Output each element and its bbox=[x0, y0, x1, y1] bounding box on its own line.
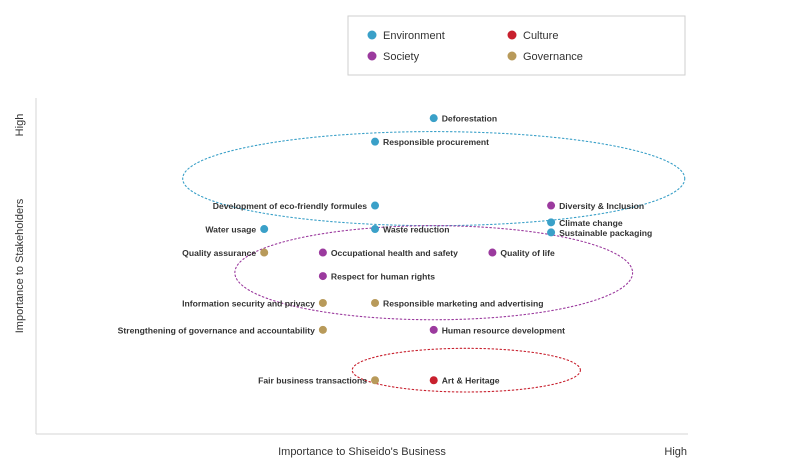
point-label-fair-business-transactions: Fair business transactions bbox=[258, 376, 367, 386]
point-label-diversity-inclusion: Diversity & Inclusion bbox=[559, 201, 644, 211]
legend-label-society: Society bbox=[383, 51, 420, 63]
point-respect-for-human-rights bbox=[318, 272, 327, 281]
point-water-usage bbox=[260, 225, 269, 234]
point-label-responsible-marketing-and-advertising: Responsible marketing and advertising bbox=[383, 298, 543, 308]
point-responsible-marketing-and-advertising bbox=[371, 298, 380, 307]
point-label-sustainable-packaging: Sustainable packaging bbox=[559, 228, 652, 238]
point-label-deforestation: Deforestation bbox=[442, 114, 497, 124]
point-quality-of-life bbox=[488, 248, 497, 257]
point-label-quality-assurance: Quality assurance bbox=[182, 248, 256, 258]
y-axis-high-label: High bbox=[14, 114, 26, 137]
legend-label-culture: Culture bbox=[523, 30, 558, 42]
point-label-human-resource-development: Human resource development bbox=[442, 325, 565, 335]
group-ellipses bbox=[182, 131, 686, 393]
legend-box bbox=[347, 15, 686, 76]
group-ellipse-environment bbox=[182, 131, 686, 227]
legend-label-governance: Governance bbox=[523, 51, 583, 63]
point-development-of-eco-friendly-formules bbox=[371, 201, 380, 210]
group-ellipse-society bbox=[234, 225, 634, 321]
point-label-water-usage: Water usage bbox=[205, 225, 256, 235]
axes: Importance to Shiseido's Business High I… bbox=[14, 98, 688, 458]
point-waste-reduction bbox=[371, 225, 380, 234]
point-label-responsible-procurement: Responsible procurement bbox=[383, 137, 489, 147]
point-label-occupational-health-and-safety: Occupational health and safety bbox=[331, 248, 458, 258]
x-axis-label: Importance to Shiseido's Business bbox=[278, 446, 446, 458]
point-label-strengthening-of-governance-and-accountability: Strengthening of governance and accounta… bbox=[118, 325, 315, 335]
point-art-heritage bbox=[429, 376, 438, 385]
point-diversity-inclusion bbox=[547, 201, 556, 210]
point-deforestation bbox=[429, 114, 438, 123]
legend-label-environment: Environment bbox=[383, 30, 445, 42]
point-label-development-of-eco-friendly-formules: Development of eco-friendly formules bbox=[213, 201, 367, 211]
point-human-resource-development bbox=[429, 325, 438, 334]
point-strengthening-of-governance-and-accountability bbox=[318, 325, 327, 334]
point-climate-change bbox=[547, 218, 556, 227]
group-ellipse-culture bbox=[351, 347, 581, 393]
point-occupational-health-and-safety bbox=[318, 248, 327, 257]
legend-marker-culture bbox=[507, 30, 517, 40]
point-label-information-security-and-privacy: Information security and privacy bbox=[182, 298, 315, 308]
legend-marker-society bbox=[367, 51, 377, 61]
point-responsible-procurement bbox=[371, 137, 380, 146]
point-label-quality-of-life: Quality of life bbox=[500, 248, 555, 258]
point-quality-assurance bbox=[260, 248, 269, 257]
point-label-respect-for-human-rights: Respect for human rights bbox=[331, 272, 435, 282]
legend-marker-governance bbox=[507, 51, 517, 61]
point-label-climate-change: Climate change bbox=[559, 218, 623, 228]
y-axis-label: Importance to Stakeholders bbox=[14, 198, 26, 333]
point-label-art-heritage: Art & Heritage bbox=[442, 376, 500, 386]
legend-marker-environment bbox=[367, 30, 377, 40]
x-axis-high-label: High bbox=[664, 446, 687, 458]
point-sustainable-packaging bbox=[547, 228, 556, 237]
point-information-security-and-privacy bbox=[318, 298, 327, 307]
point-fair-business-transactions bbox=[371, 376, 380, 385]
point-label-waste-reduction: Waste reduction bbox=[383, 225, 450, 235]
